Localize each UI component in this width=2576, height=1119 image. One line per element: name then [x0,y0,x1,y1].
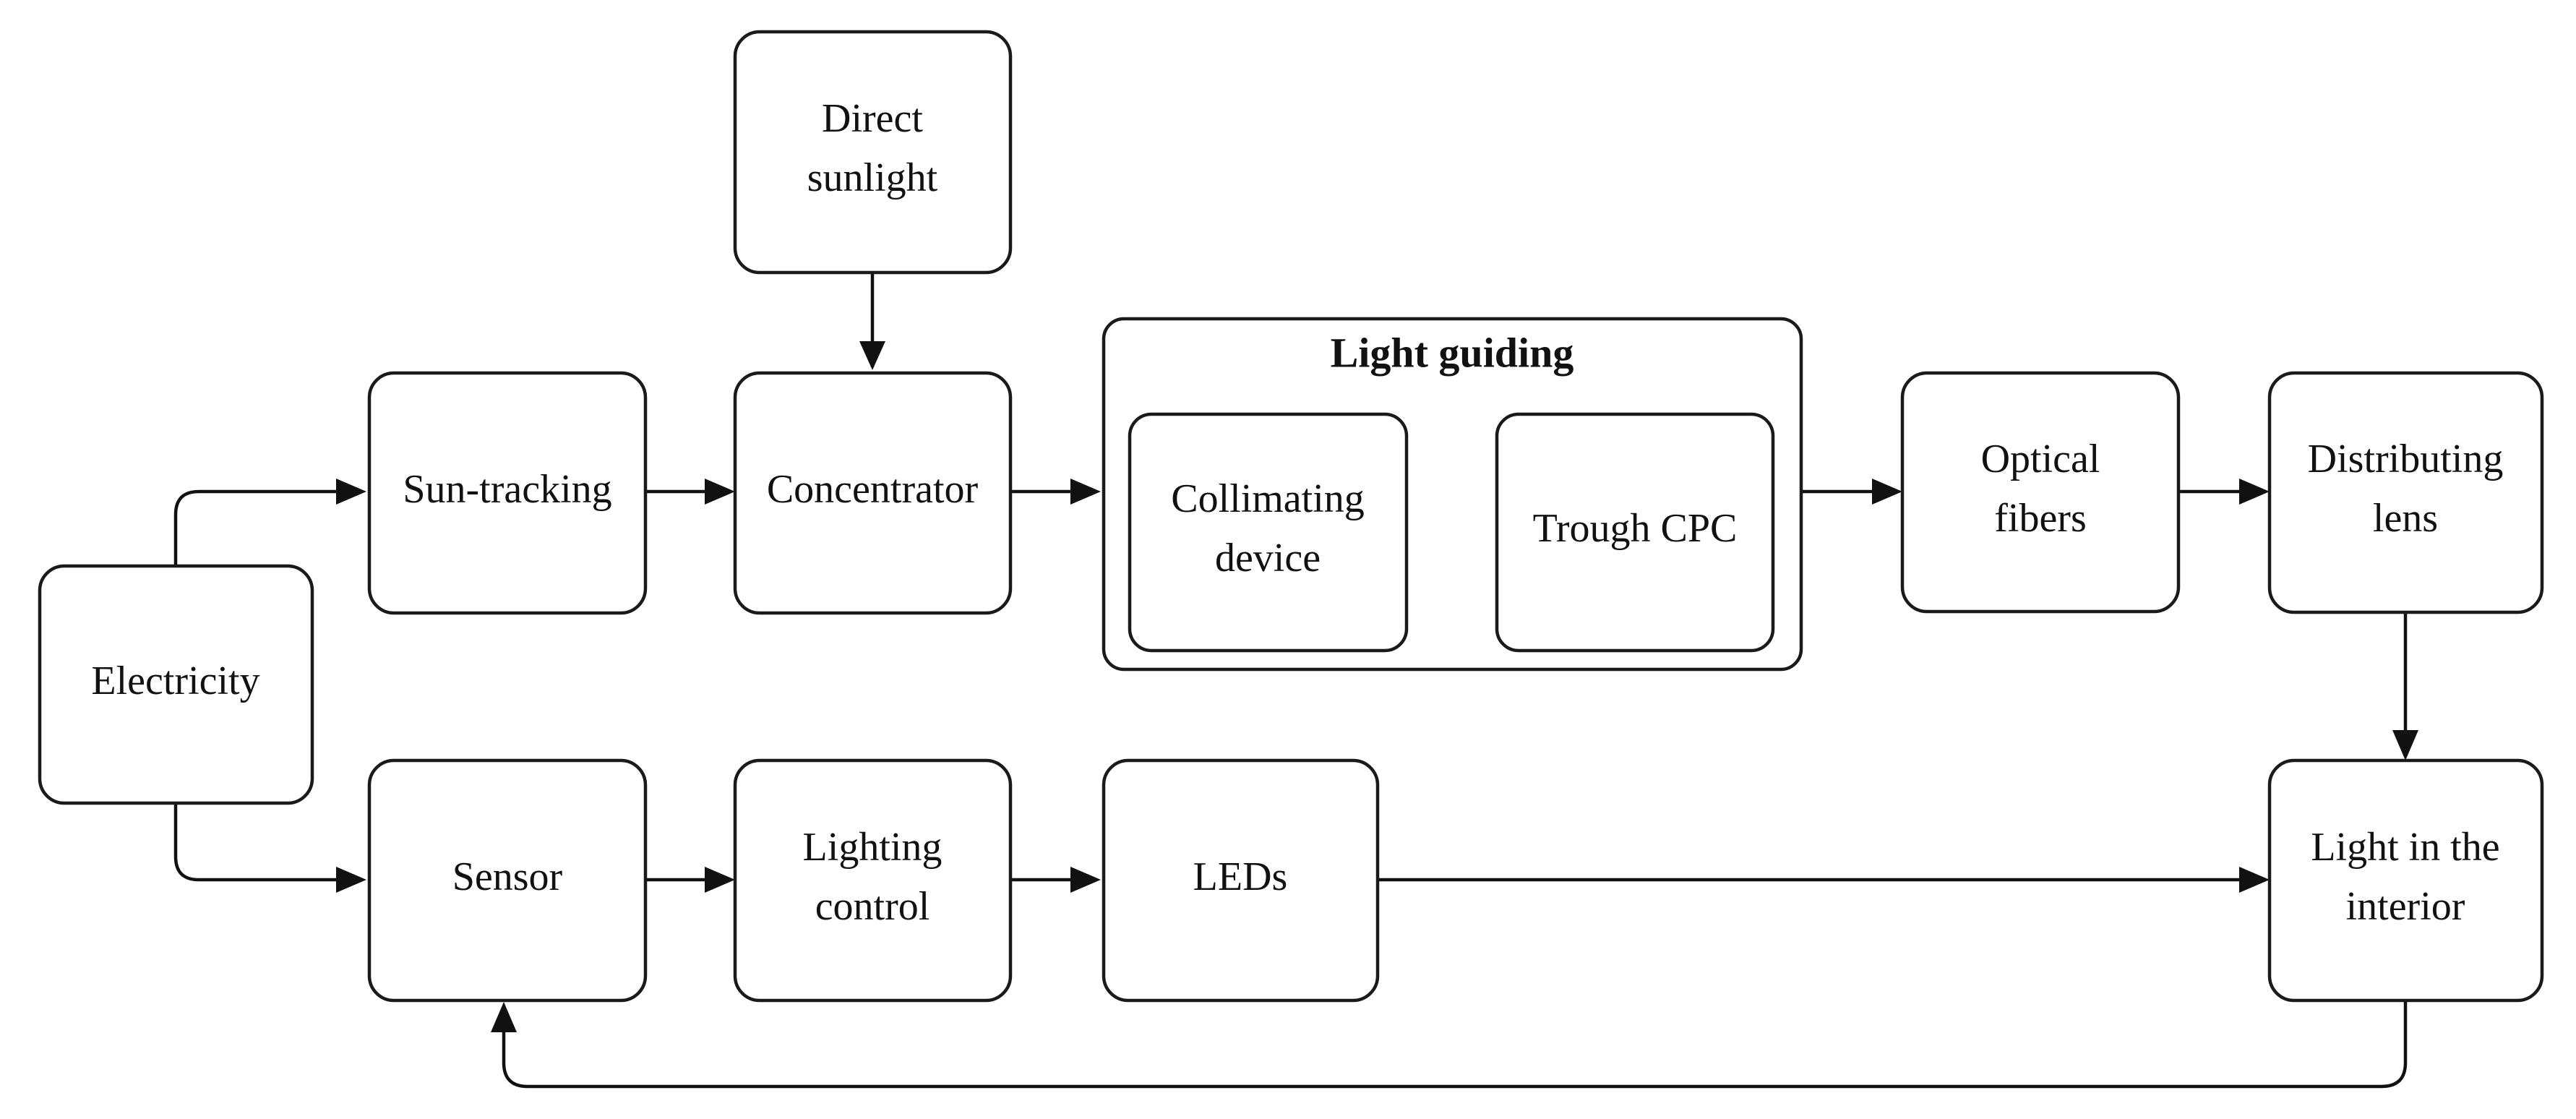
node-light-in-interior: Light in the interior [2267,758,2544,1003]
label-line: Distributing [2308,437,2504,481]
arrowhead-sun-tracking-to-concentrator [705,479,735,505]
label-line: Lighting [803,825,943,870]
arrowhead-light-in-interior-to-sensor [491,1002,517,1032]
leds-box [1102,758,1380,1003]
label-line: LEDs [1193,854,1288,899]
concentrator-box [733,371,1013,615]
node-collimating-device: Collimating device [1128,412,1409,653]
direct-sunlight-box [733,30,1013,275]
node-sun-tracking: Sun-tracking [367,371,648,615]
arrowhead-concentrator-to-light-guiding [1070,479,1101,505]
label-line: device [1215,536,1321,580]
label-line: sunlight [807,155,938,200]
sun-tracking-label: Sun-tracking [403,467,611,512]
arrowhead-electricity-to-sensor [336,867,366,893]
label-line: Direct [822,96,923,141]
optical-fibers-label: Optical fibers [1981,437,2100,541]
sensor-label: Sensor [452,854,563,899]
lighting-control-box [733,758,1013,1003]
label-line: interior [2346,884,2465,929]
arrowhead-light-guiding-to-optical-fibers [1872,479,1902,505]
label-line: Electricity [91,659,259,703]
electricity-label: Electricity [91,659,259,703]
node-electricity: Electricity [38,564,314,805]
sensor-box [367,758,648,1003]
collimating-device-label: Collimating device [1171,476,1365,580]
node-direct-sunlight: Direct sunlight [733,30,1013,275]
label-line: Light in the [2311,825,2499,870]
arrowhead-sensor-to-lighting-control [705,867,735,893]
edge-electricity-to-sensor [173,803,336,882]
collimating-device-box [1128,412,1409,653]
distributing-lens-label: Distributing lens [2308,437,2504,541]
label-line: Sensor [452,854,563,899]
edge-light-in-interior-to-sensor [502,1000,2408,1089]
arrowhead-direct-sunlight-to-concentrator [859,341,885,370]
optical-fibers-box [1900,371,2181,614]
node-trough-cpc: Trough CPC [1495,412,1775,653]
light-guiding-title: Light guiding [1331,329,1574,376]
label-line: Collimating [1171,476,1365,521]
label-line: fibers [1994,496,2087,541]
direct-sunlight-label: Direct sunlight [807,96,938,200]
label-line: Trough CPC [1533,506,1738,551]
label-line: Optical [1981,437,2100,481]
distributing-lens-box [2267,371,2544,614]
node-optical-fibers: Optical fibers [1900,371,2181,614]
electricity-box [38,564,314,805]
light-in-interior-label: Light in the interior [2311,825,2499,929]
node-concentrator: Concentrator [733,371,1013,615]
arrowhead-electricity-to-sun-tracking [336,479,366,505]
edge-electricity-to-sun-tracking [173,489,336,566]
label-line: control [815,884,930,929]
node-distributing-lens: Distributing lens [2267,371,2544,614]
leds-label: LEDs [1193,854,1288,899]
node-sensor: Sensor [367,758,648,1003]
arrowhead-optical-fibers-to-distributing-lens [2239,479,2270,505]
label-line: Concentrator [767,467,979,512]
node-leds: LEDs [1102,758,1380,1003]
label-line: lens [2373,496,2438,541]
light-in-interior-box [2267,758,2544,1003]
arrowhead-lighting-control-to-leds [1070,867,1101,893]
lighting-control-label: Lighting control [803,825,943,929]
arrowhead-leds-to-light-in-interior [2239,867,2270,893]
arrowhead-distributing-lens-to-light-in-interior [2392,730,2418,760]
node-lighting-control: Lighting control [733,758,1013,1003]
trough-cpc-box [1495,412,1775,653]
trough-cpc-label: Trough CPC [1533,506,1738,551]
concentrator-label: Concentrator [767,467,979,512]
sun-tracking-box [367,371,648,615]
label-line: Sun-tracking [403,467,611,512]
